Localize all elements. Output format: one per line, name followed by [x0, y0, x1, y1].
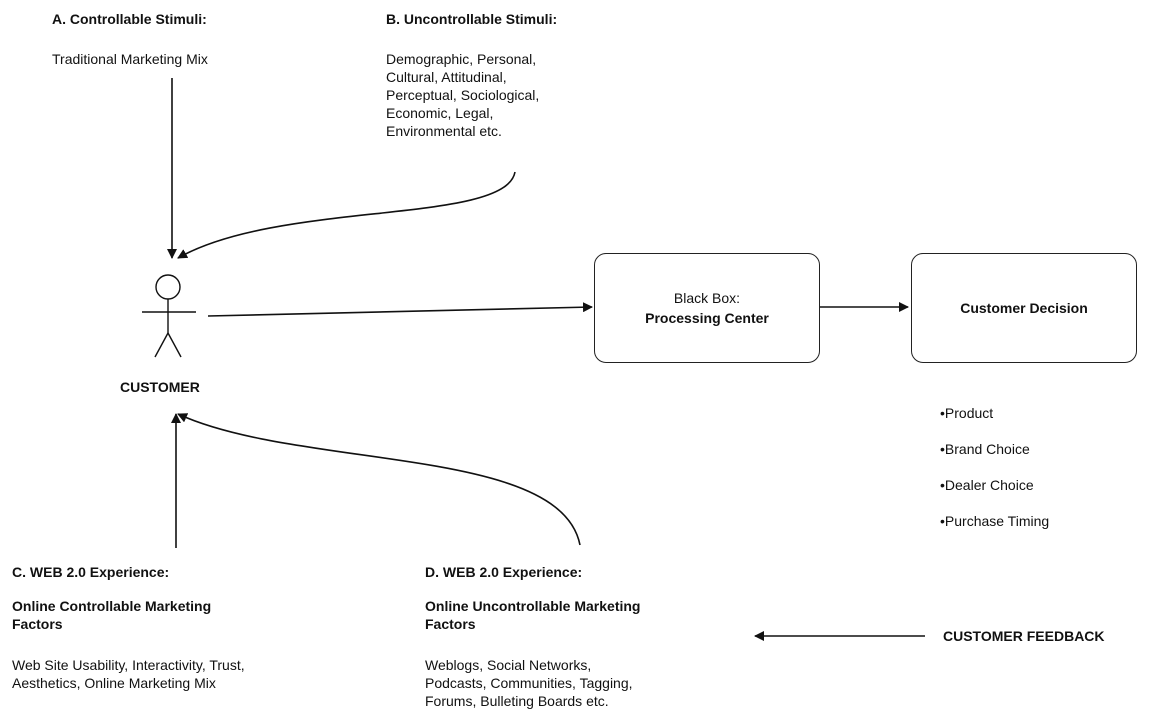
decision-item: •Dealer Choice [940, 477, 1034, 493]
customer-figure-icon [142, 274, 196, 358]
online-controllable-factors-heading: Online Controllable Marketing Factors [12, 597, 211, 633]
uncontrollable-stimuli-line: Economic, Legal, [386, 105, 494, 121]
online-uncontrollable-factors-text: Weblogs, Social Networks, Podcasts, Comm… [425, 656, 633, 710]
uncontrollable-stimuli-line: Cultural, Attitudinal, [386, 69, 507, 85]
controllable-stimuli-title: A. Controllable Stimuli: [52, 11, 207, 27]
uncontrollable-stimuli-title: B. Uncontrollable Stimuli: [386, 11, 558, 27]
online-uncontrollable-text-line: Podcasts, Communities, Tagging, [425, 675, 633, 691]
uncontrollable-stimuli-list: Demographic, Personal, Cultural, Attitud… [386, 50, 539, 140]
uncontrollable-stimuli-line: Environmental etc. [386, 123, 502, 139]
customer-decision-label: Customer Decision [960, 300, 1088, 316]
black-box-title: Black Box: [673, 290, 741, 306]
controllable-stimuli-text: Traditional Marketing Mix [52, 51, 208, 67]
online-uncontrollable-heading-line: Online Uncontrollable Marketing [425, 598, 641, 614]
online-controllable-factors-text: Web Site Usability, Interactivity, Trust… [12, 656, 245, 692]
online-uncontrollable-factors-heading: Online Uncontrollable Marketing Factors [425, 597, 640, 633]
customer-label: CUSTOMER [120, 379, 200, 395]
online-uncontrollable-text-line: Weblogs, Social Networks, [425, 657, 592, 673]
online-controllable-heading-line: Factors [12, 616, 63, 632]
uncontrollable-stimuli-line: Demographic, Personal, [386, 51, 537, 67]
online-controllable-text-line: Web Site Usability, Interactivity, Trust… [12, 657, 245, 673]
arrow-customer-to-blackbox [207, 302, 593, 317]
decision-items-list: •Product •Brand Choice •Dealer Choice •P… [940, 405, 1049, 549]
web20-uncontrollable-title: D. WEB 2.0 Experience: [425, 564, 583, 580]
decision-item: •Purchase Timing [940, 513, 1050, 529]
decision-item: •Brand Choice [940, 441, 1030, 457]
black-box-processing-center: Black Box: Processing Center [594, 253, 820, 363]
online-uncontrollable-heading-line: Factors [425, 616, 476, 632]
online-uncontrollable-text-line: Forums, Bulleting Boards etc. [425, 693, 609, 709]
uncontrollable-stimuli-line: Perceptual, Sociological, [386, 87, 540, 103]
online-controllable-heading-line: Online Controllable Marketing [12, 598, 212, 614]
processing-center-label: Processing Center [645, 310, 769, 326]
web20-controllable-title: C. WEB 2.0 Experience: [12, 564, 170, 580]
decision-item: •Product [940, 405, 994, 421]
customer-decision-box: Customer Decision [911, 253, 1137, 363]
online-controllable-text-line: Aesthetics, Online Marketing Mix [12, 675, 216, 691]
arrow-web20-uncontrollable-to-customer [177, 413, 581, 546]
customer-feedback-label: CUSTOMER FEEDBACK [943, 628, 1105, 644]
arrow-uncontrollable-to-customer [177, 171, 516, 259]
